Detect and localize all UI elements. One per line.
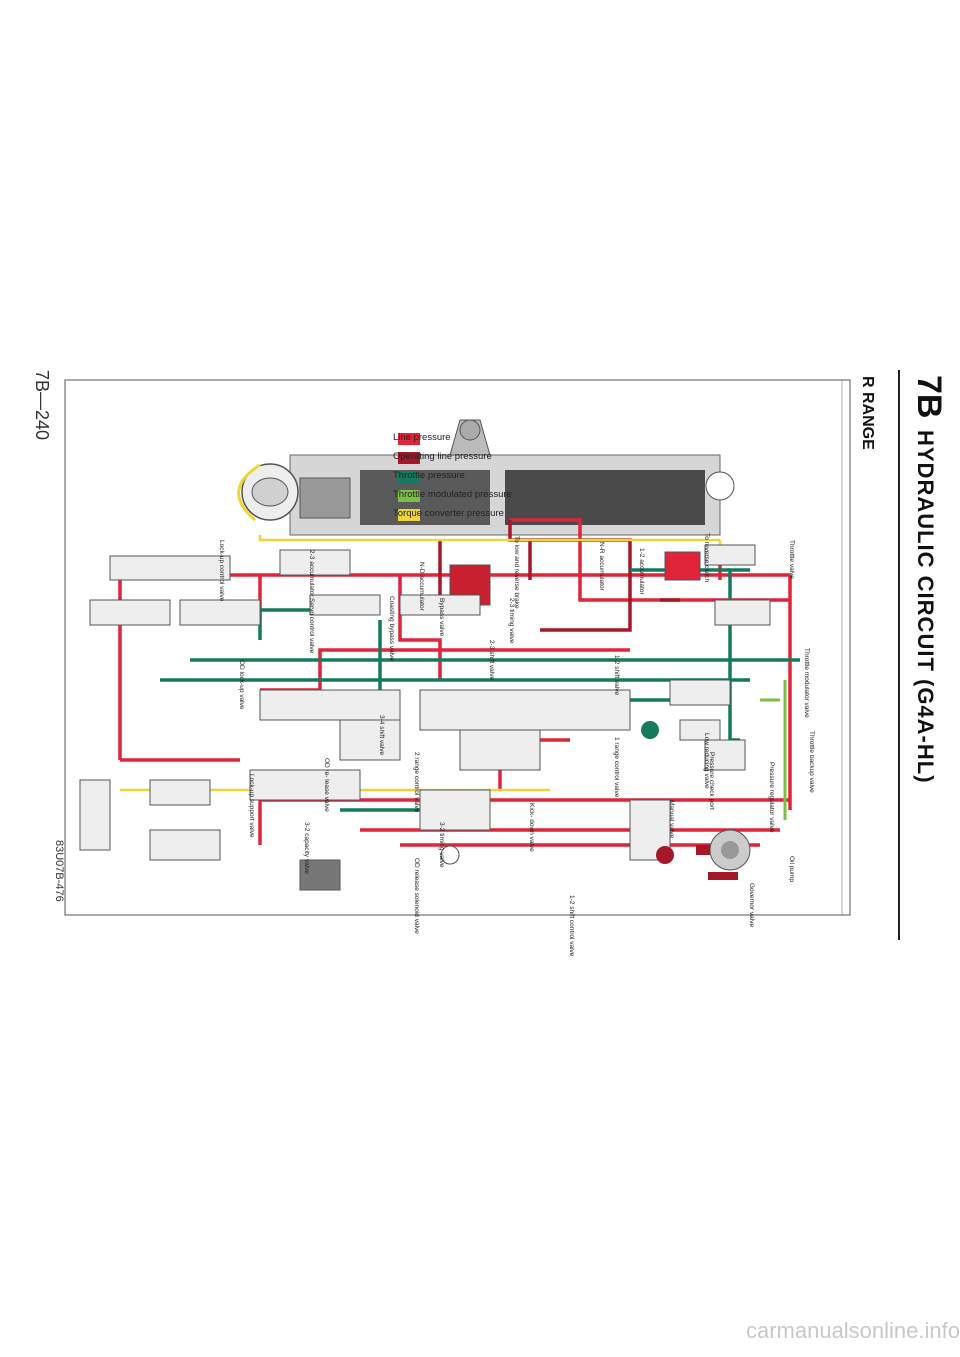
label-governor: Governor valve	[748, 883, 755, 927]
pressure-legend: Line pressure Operating line pressure Th…	[393, 432, 512, 521]
throttle-cam-icon	[705, 471, 735, 501]
legend-swatch-line	[398, 433, 420, 445]
label-throttle-backup: Throttle backup valve	[808, 731, 815, 793]
page-number: 7B—240	[32, 370, 52, 441]
watermark: carmanualsonline.info	[745, 1318, 960, 1343]
label-12-shift-control: 1-2 shift control valve	[568, 895, 575, 957]
label-throttle-valve: Throttle valve	[788, 540, 795, 579]
legend-label-operating: Operating line pressure	[393, 451, 492, 462]
legend-label-converter: Torque converter pressure	[393, 508, 504, 519]
label-34-shift: 3-4 shift valve	[378, 715, 385, 755]
label-32-capacity: 3-2 capacity valve	[303, 822, 310, 874]
legend-swatch-operating	[398, 452, 420, 464]
label-12-shift: 1-2 shift valve	[613, 655, 620, 695]
legend-label-modulated: Throttle modulated pressure	[393, 489, 512, 500]
label-lockup-control: Lock-up control valve	[218, 540, 225, 602]
figure-code: 83U07B-476	[53, 840, 65, 902]
pressure-check-port-open-icon	[440, 845, 460, 865]
label-2-range-control: 2 range control valve	[413, 752, 420, 813]
pressure-check-port-green-icon	[641, 721, 659, 739]
label-32-timing: 3-2 timing valve	[438, 822, 445, 868]
label-oil-pump: Oil pump	[788, 856, 795, 882]
label-od-release-solenoid: OD release solenoid valve	[413, 858, 420, 934]
legend-swatch-throttle	[398, 471, 420, 483]
label-23-shift: 2-3 shift valve	[488, 640, 495, 680]
label-to-reverse-clutch: To reverse clutch	[703, 533, 710, 583]
modulated-pressure-circuit	[760, 680, 787, 820]
label-nd-accumulator: N-D accumulator	[418, 562, 425, 612]
legend-label-throttle: Throttle pressure	[393, 470, 465, 481]
label-throttle-modulator: Throttle modulator valve	[803, 648, 810, 718]
label-manual-valve: Manual valve	[668, 800, 675, 839]
label-bypass: Bypass valve	[438, 598, 445, 637]
legend-swatch-converter	[398, 509, 420, 521]
pressure-check-port-red-icon	[656, 846, 674, 864]
label-1-range-control: 1 range control valve	[613, 737, 620, 798]
label-23-timing: 2-3 timing valve	[508, 598, 515, 644]
valve-bodies	[79, 544, 771, 891]
label-pressure-check-port: Pressure check port	[708, 752, 715, 810]
label-23-accumulator: 2-3 accumulator	[308, 550, 315, 597]
label-coasting-bypass: Coasting bypass valve	[388, 596, 395, 661]
label-lockup-support: Lock-up support valve	[248, 774, 255, 838]
legend-label-line: Line pressure	[393, 432, 451, 443]
label-kickdown: Kick- down valve	[528, 803, 535, 852]
legend-swatch-modulated	[398, 490, 420, 502]
label-od-release: OD re- lease valve	[323, 758, 330, 812]
transmission-housing	[237, 419, 721, 536]
label-12-accumulator: 1-2 accumulator	[638, 548, 645, 595]
label-od-lockup: OD lock-up valve	[238, 660, 245, 710]
label-pressure-regulator: Pressure regulator valve	[768, 762, 775, 833]
label-nr-accumulator: N-R accumulator	[598, 542, 605, 592]
label-servo-control: Servo control valve	[308, 598, 315, 654]
oil-pump-icon	[696, 829, 751, 880]
diagram-frame	[64, 379, 851, 916]
label-to-low-reverse: To low and reverse brake	[513, 536, 520, 609]
label-low-reducing: Low reducing valve	[703, 733, 710, 789]
